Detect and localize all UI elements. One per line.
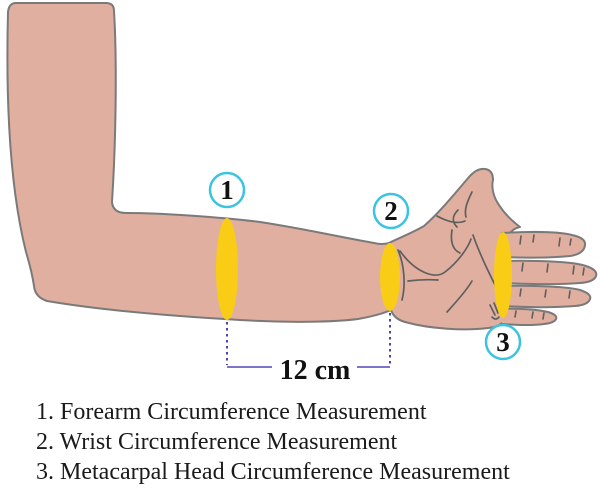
legend: 1. Forearm Circumference Measurement 2. … (36, 397, 510, 487)
arm-shape (6, 2, 521, 331)
index-finger-shape (501, 230, 587, 259)
marker-2-number: 2 (384, 196, 398, 226)
distance-annotation: 12 cm (226, 313, 391, 386)
legend-item-metacarpal: 3. Metacarpal Head Circumference Measure… (36, 457, 510, 487)
marker-1-ring (208, 171, 246, 209)
legend-item-label: Metacarpal Head Circumference Measuremen… (60, 459, 510, 485)
wrist-measurement-band (380, 243, 400, 311)
arm-measurement-diagram: 12 cm 1 2 3 (6, 2, 598, 386)
marker-2-ring (372, 192, 410, 230)
legend-item-label: Forearm Circumference Measurement (60, 399, 427, 425)
legend-item-wrist: 2. Wrist Circumference Measurement (36, 427, 510, 457)
pinky-finger-shape (501, 307, 558, 327)
middle-finger-shape (501, 259, 598, 286)
legend-item-number: 3. (36, 459, 54, 485)
marker-3-ring (484, 323, 522, 361)
ring-finger-shape (501, 284, 592, 309)
marker-3-number: 3 (496, 327, 510, 357)
metacarpal-measurement-band (494, 232, 512, 318)
marker-1-number: 1 (220, 175, 234, 205)
legend-item-label: Wrist Circumference Measurement (59, 429, 398, 455)
knuckle-creases (514, 234, 585, 320)
forearm-measurement-band (216, 218, 238, 320)
distance-label: 12 cm (280, 355, 351, 386)
legend-item-number: 2. (36, 429, 54, 455)
marker-3: 3 (484, 323, 522, 361)
marker-2: 2 (372, 192, 410, 230)
legend-item-forearm: 1. Forearm Circumference Measurement (36, 397, 510, 427)
legend-item-number: 1. (36, 399, 54, 425)
palm-lines (397, 191, 500, 320)
marker-1: 1 (208, 171, 246, 209)
